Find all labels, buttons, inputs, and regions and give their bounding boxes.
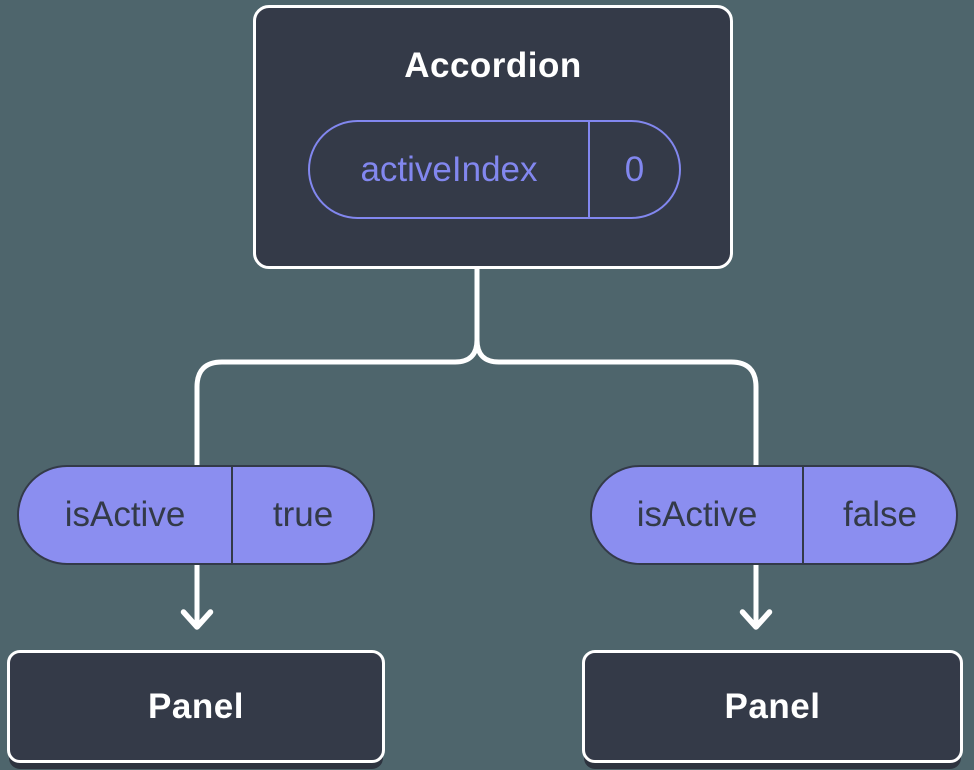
branch-right-line	[474, 264, 759, 627]
panel-node-left: Panel	[7, 650, 385, 763]
arrow-down-right-icon	[739, 609, 773, 630]
prop-pill-true: isActive true	[17, 465, 375, 565]
accordion-node-title: Accordion	[404, 46, 582, 85]
prop-name: isActive	[636, 495, 758, 534]
panel-node-title: Panel	[148, 686, 244, 726]
branch-left-line	[194, 264, 480, 627]
prop-name: isActive	[64, 495, 186, 534]
panel-node-right: Panel	[582, 650, 963, 763]
prop-pill-false: isActive false	[590, 465, 958, 565]
accordion-node-title-row: Accordion	[256, 46, 730, 86]
accordion-node: Accordion activeIndex 0	[253, 5, 733, 269]
panel-node-title: Panel	[724, 686, 821, 726]
state-value: 0	[588, 122, 679, 217]
prop-value: false	[802, 467, 956, 563]
state-name: activeIndex	[360, 149, 538, 189]
prop-value: true	[231, 467, 373, 563]
arrow-down-left-icon	[180, 609, 214, 630]
state-pill: activeIndex 0	[308, 120, 681, 219]
